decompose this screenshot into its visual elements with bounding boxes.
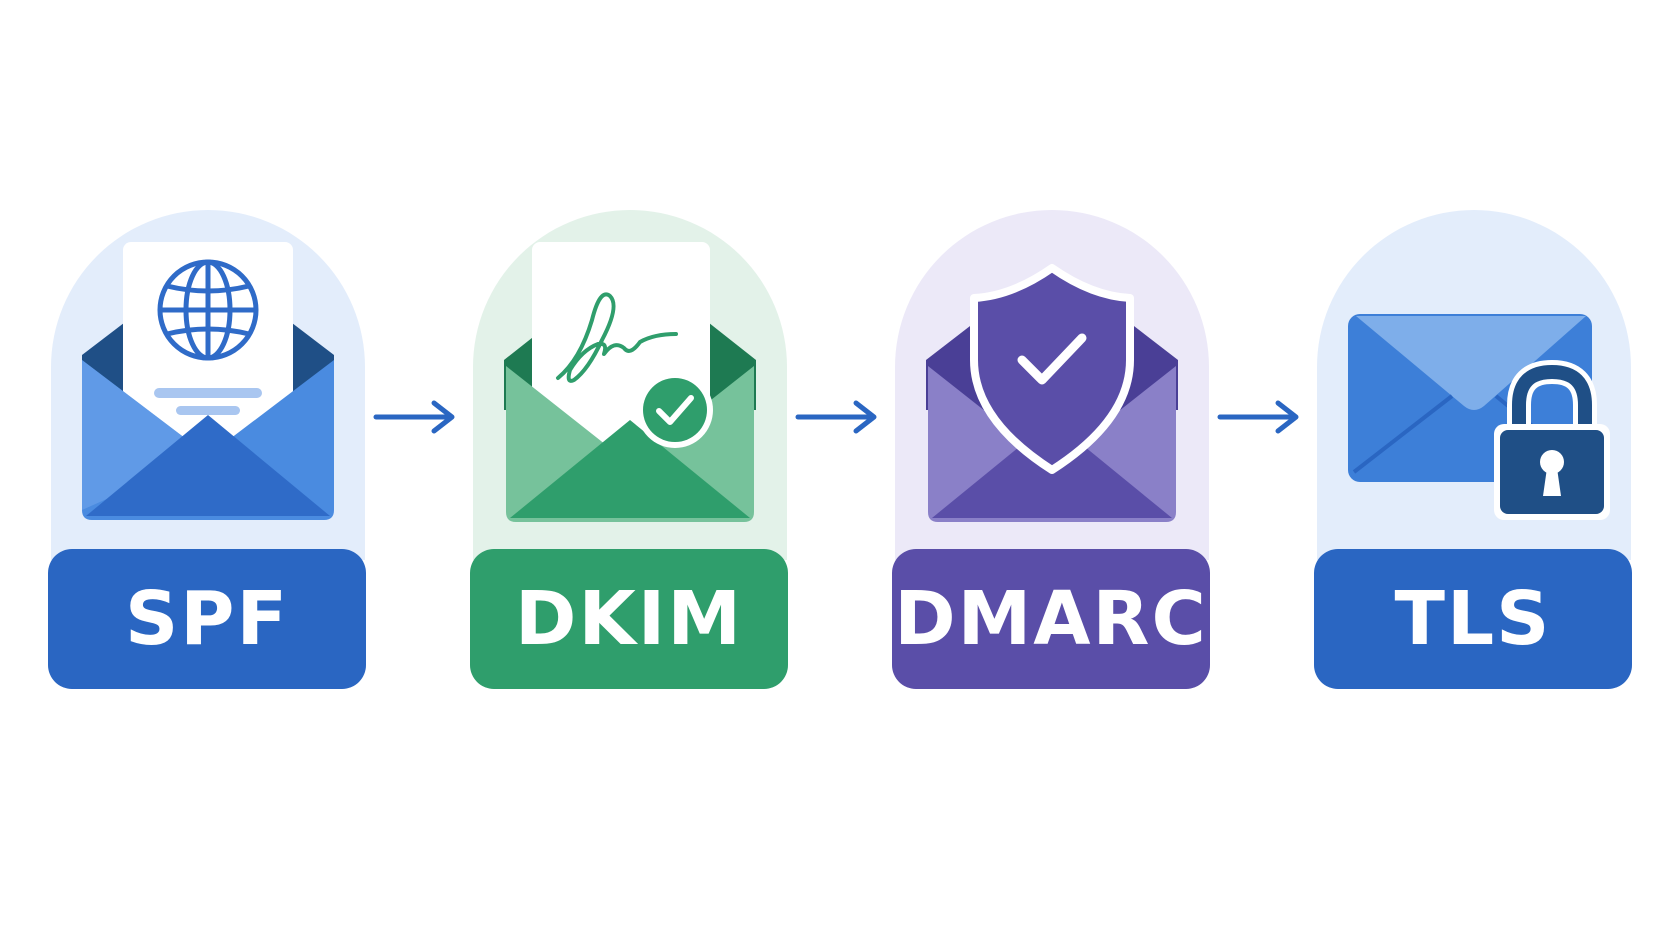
arrow-right-icon — [1217, 400, 1299, 434]
arrow-right-icon — [373, 400, 455, 434]
step-spf: SPF — [48, 210, 368, 690]
step-tls: TLS — [1314, 210, 1634, 690]
shield-check-envelope-icon — [926, 264, 1178, 522]
step-label: DMARC — [892, 549, 1210, 689]
step-label: SPF — [48, 549, 366, 689]
step-dmarc: DMARC — [892, 210, 1212, 690]
signature-check-envelope-icon — [504, 242, 756, 522]
globe-document-envelope-icon — [82, 242, 334, 520]
step-label: DKIM — [470, 549, 788, 689]
padlock-envelope-icon — [1348, 314, 1610, 520]
step-dkim: DKIM — [470, 210, 790, 690]
step-label: TLS — [1314, 549, 1632, 689]
arrow-right-icon — [795, 400, 877, 434]
